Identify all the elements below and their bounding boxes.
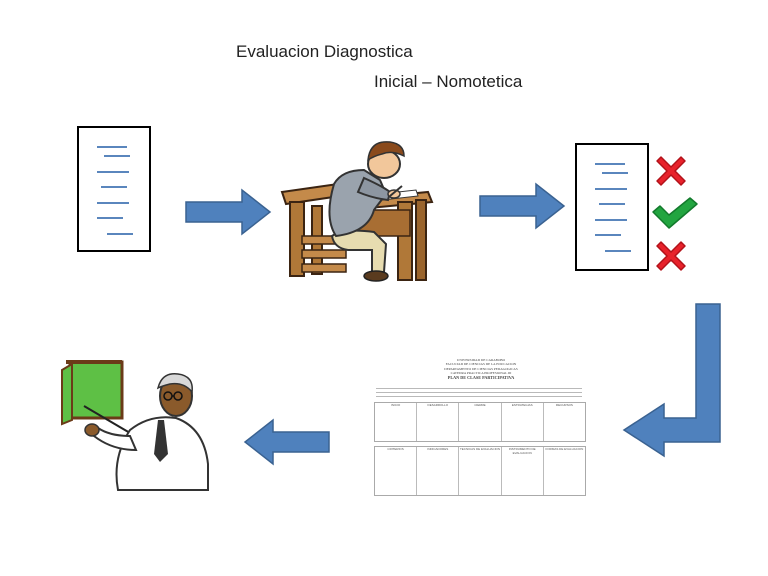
plan-col: TECNICAS DE EVALUACION <box>459 447 502 495</box>
plan-col: DESARROLLO <box>417 403 460 441</box>
teacher-at-board-icon <box>61 360 209 491</box>
doc-line <box>595 219 627 221</box>
doc-line <box>595 234 621 236</box>
diagram-title: Evaluacion Diagnostica <box>236 42 413 61</box>
plan-col: RECURSOS <box>555 403 573 407</box>
green-check-icon <box>652 197 698 229</box>
plan-col: FORMAS DE EVALUACION <box>545 447 584 451</box>
student-writing-icon <box>280 141 434 282</box>
plan-col: INDICADORES <box>417 447 460 495</box>
doc-line <box>101 186 127 188</box>
test-document <box>77 126 151 252</box>
arrow-left-icon <box>243 418 330 466</box>
plan-header-line: FACULTAD DE CIENCIAS DE LA EDUCACION <box>445 362 517 367</box>
diagram-subtitle: Inicial – Nomotetica <box>374 72 523 91</box>
doc-line <box>602 172 628 174</box>
plan-title: PLAN DE CLASE PARTICIPATIVA <box>447 374 515 380</box>
plan-col: ESTRATEGIAS <box>502 403 544 441</box>
doc-line <box>97 171 129 173</box>
plan-col: CIERRE <box>459 403 502 441</box>
plan-header-line: DEPARTAMENTO DE CIENCIAS PEDAGOGICAS <box>444 366 518 371</box>
plan-meta-lines <box>376 385 582 399</box>
red-x-icon <box>656 156 686 186</box>
plan-header-line: UNIVERSIDAD DE CARABOBO <box>456 358 506 362</box>
lesson-plan-document: UNIVERSIDAD DE CARABOBO FACULTAD DE CIEN… <box>372 358 590 498</box>
arrow-right-icon <box>185 188 272 236</box>
doc-line <box>97 202 129 204</box>
arrow-right-icon <box>479 182 566 230</box>
plan-table-top: INICIO DESARROLLO CIERRE ESTRATEGIAS REC… <box>374 402 586 442</box>
doc-line <box>104 155 130 157</box>
doc-line <box>595 188 627 190</box>
plan-header-line: CATEDRA PRACTICA PROFESIONAL III <box>450 371 512 376</box>
red-x-icon <box>656 241 686 271</box>
doc-line <box>599 203 625 205</box>
bent-arrow-icon <box>622 303 721 458</box>
plan-col: INSTRUMENTO DE EVALUACION <box>502 447 544 495</box>
doc-line <box>605 250 631 252</box>
plan-col: INICIO <box>375 403 418 441</box>
doc-line <box>97 217 123 219</box>
doc-line <box>107 233 133 235</box>
plan-table-bottom: CRITERIOS INDICADORES TECNICAS DE EVALUA… <box>374 446 586 496</box>
graded-document <box>575 143 649 271</box>
doc-line <box>595 163 625 165</box>
doc-line <box>97 146 127 148</box>
plan-col: CRITERIOS <box>375 447 418 495</box>
